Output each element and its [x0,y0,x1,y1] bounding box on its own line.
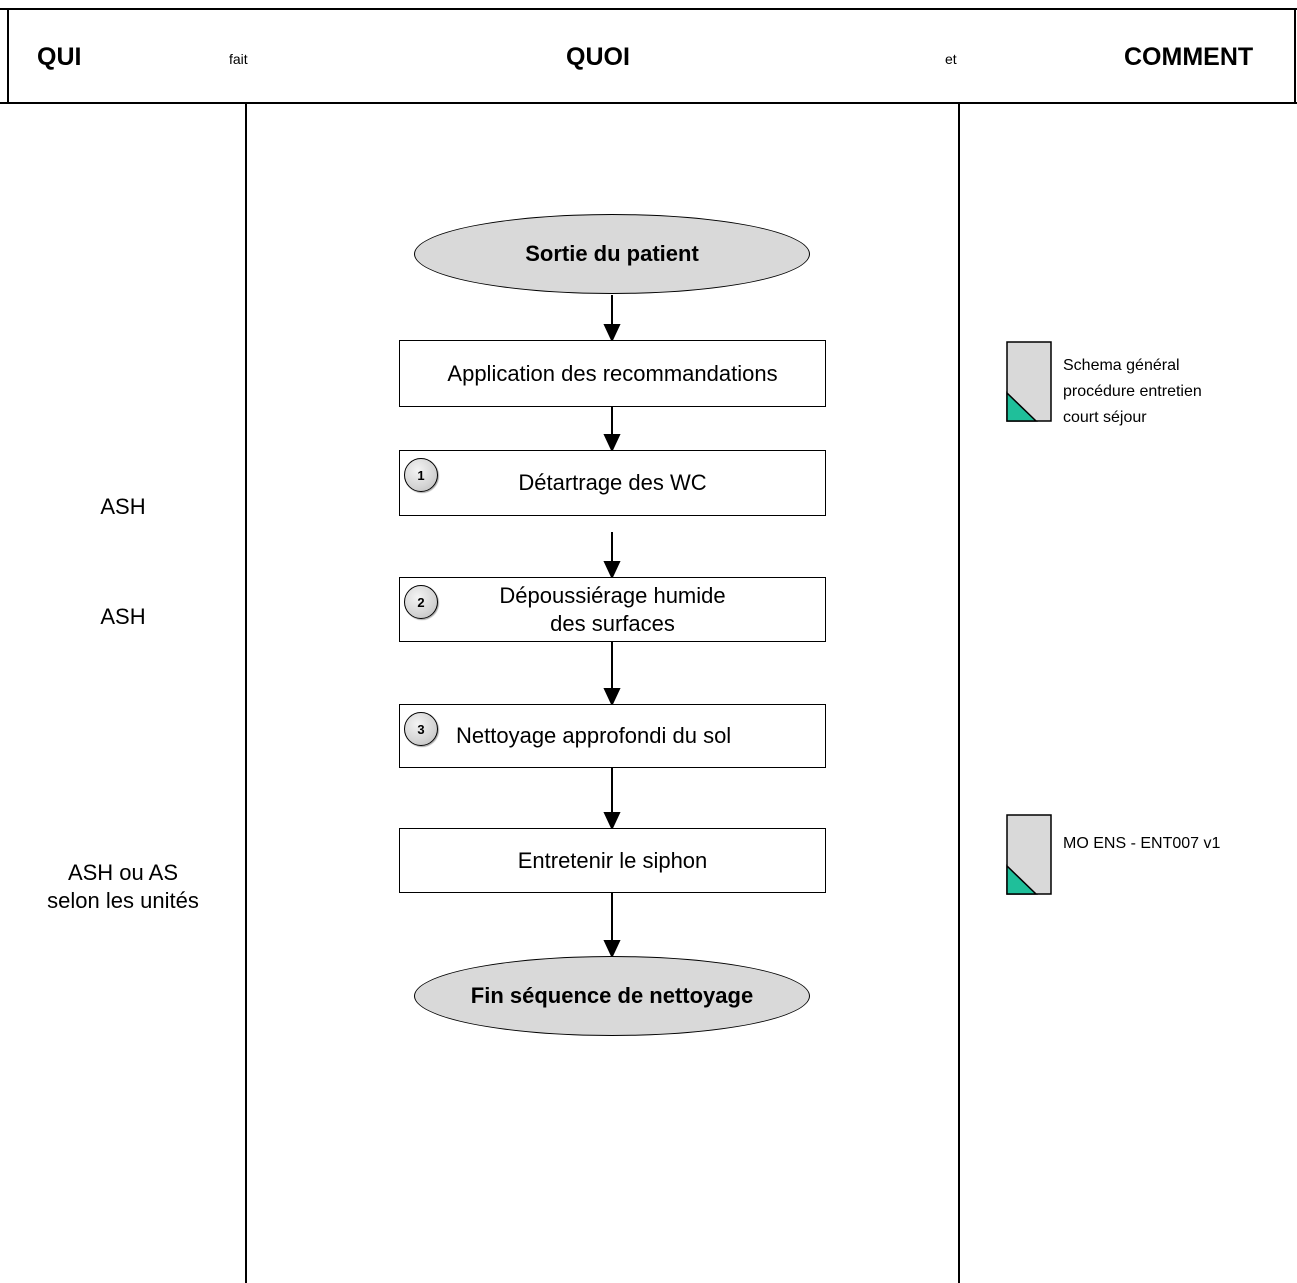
end-label: Fin séquence de nettoyage [470,983,754,1008]
column-divider-left [245,103,247,1283]
document-1-line3: court séjour [1063,409,1147,426]
document-icon-2 [1006,814,1052,895]
start-label: Sortie du patient [525,241,699,266]
step-recommandations-label: Application des recommandations [447,360,778,386]
document-icon-1 [1006,341,1052,422]
step-2-label-line2: des surfaces [550,610,675,636]
step-1-label: Détartrage des WC [518,470,707,495]
header-divider [0,102,1297,104]
step-3-number-badge: 3 [404,712,438,746]
who-ash-ou-as: ASH ou AS [67,860,179,885]
document-1-line1: Schema général [1063,357,1180,374]
step-recommandations: Application des recommandations [399,340,826,407]
step-1-number-badge: 1 [404,458,438,492]
step-2-number-badge: 2 [404,585,438,619]
frame-top-border [0,8,1297,10]
document-2-line1: MO ENS - ENT007 v1 [1063,835,1221,852]
header-quoi: QUOI [566,43,630,71]
step-2-box: Dépoussiérage humide des surfaces [399,577,826,642]
who-selon-unites: selon les unités [47,888,199,913]
step-siphon-label: Entretenir le siphon [517,847,708,873]
end-terminal: Fin séquence de nettoyage [414,956,810,1036]
header-qui: QUI [37,43,82,71]
frame-right-border [1294,8,1296,104]
header-fait: fait [229,51,248,67]
step-3-label: Nettoyage approfondi du sol [456,723,732,748]
document-1-line2: procédure entretien [1063,383,1202,400]
step-siphon: Entretenir le siphon [399,828,826,893]
header-et: et [945,51,957,67]
header-comment: COMMENT [1124,43,1254,71]
who-ash-2: ASH [100,604,146,629]
column-divider-right [958,103,960,1283]
step-1-box: Détartrage des WC [399,450,826,516]
who-ash-1: ASH [100,494,146,519]
step-3-box: Nettoyage approfondi du sol [399,704,826,768]
frame-left-border [7,8,9,104]
start-terminal: Sortie du patient [414,214,810,294]
step-2-label-line1: Dépoussiérage humide [499,582,726,608]
